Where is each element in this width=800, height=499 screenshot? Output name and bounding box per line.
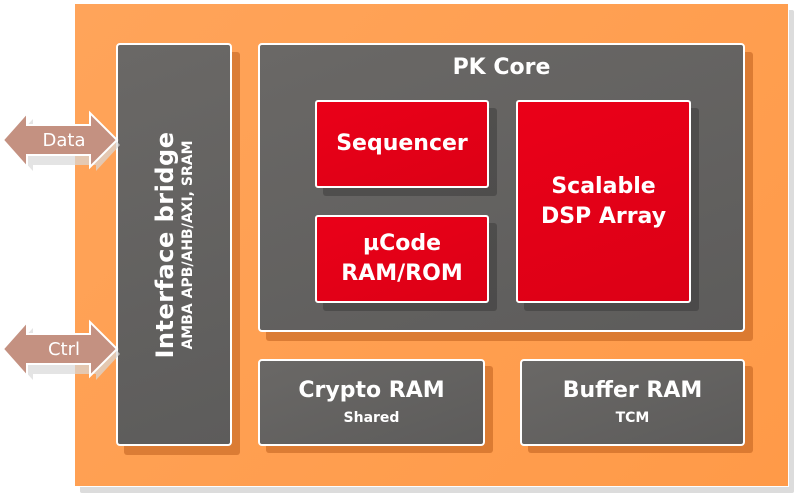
sequencer-label: Sequencer xyxy=(336,131,468,156)
data-arrow-label: Data xyxy=(42,129,86,151)
crypto-ram-subtitle: Shared xyxy=(343,409,400,426)
interface-bridge-text: Interface bridge AMBA APB/AHB/AXI, SRAM xyxy=(151,131,197,358)
interface-bridge-subtitle: AMBA APB/AHB/AXI, SRAM xyxy=(180,139,196,350)
dsp-array-block: Scalable DSP Array xyxy=(516,100,691,303)
interface-bridge-block: Interface bridge AMBA APB/AHB/AXI, SRAM xyxy=(116,43,232,446)
ctrl-arrow-label: Ctrl xyxy=(47,338,81,360)
ucode-label-line1: µCode xyxy=(362,231,442,256)
sequencer-block: Sequencer xyxy=(315,100,489,188)
ctrl-arrow: Ctrl xyxy=(0,318,124,382)
buffer-ram-block: Buffer RAM TCM xyxy=(520,359,745,446)
ucode-ram-rom-block: µCode RAM/ROM xyxy=(315,215,489,303)
interface-bridge-title: Interface bridge xyxy=(151,131,179,358)
crypto-ram-block: Crypto RAM Shared xyxy=(258,359,485,446)
double-arrow-icon xyxy=(1,319,120,380)
dsp-label-line1: Scalable xyxy=(551,173,656,199)
pk-core-title: PK Core xyxy=(452,55,551,80)
ucode-label-line2: RAM/ROM xyxy=(341,261,463,286)
double-arrow-icon xyxy=(1,110,120,171)
crypto-ram-title: Crypto RAM xyxy=(298,377,445,403)
buffer-ram-subtitle: TCM xyxy=(615,409,650,426)
data-arrow: Data xyxy=(0,109,124,173)
dsp-label-line2: DSP Array xyxy=(540,203,667,229)
buffer-ram-title: Buffer RAM xyxy=(562,377,703,403)
